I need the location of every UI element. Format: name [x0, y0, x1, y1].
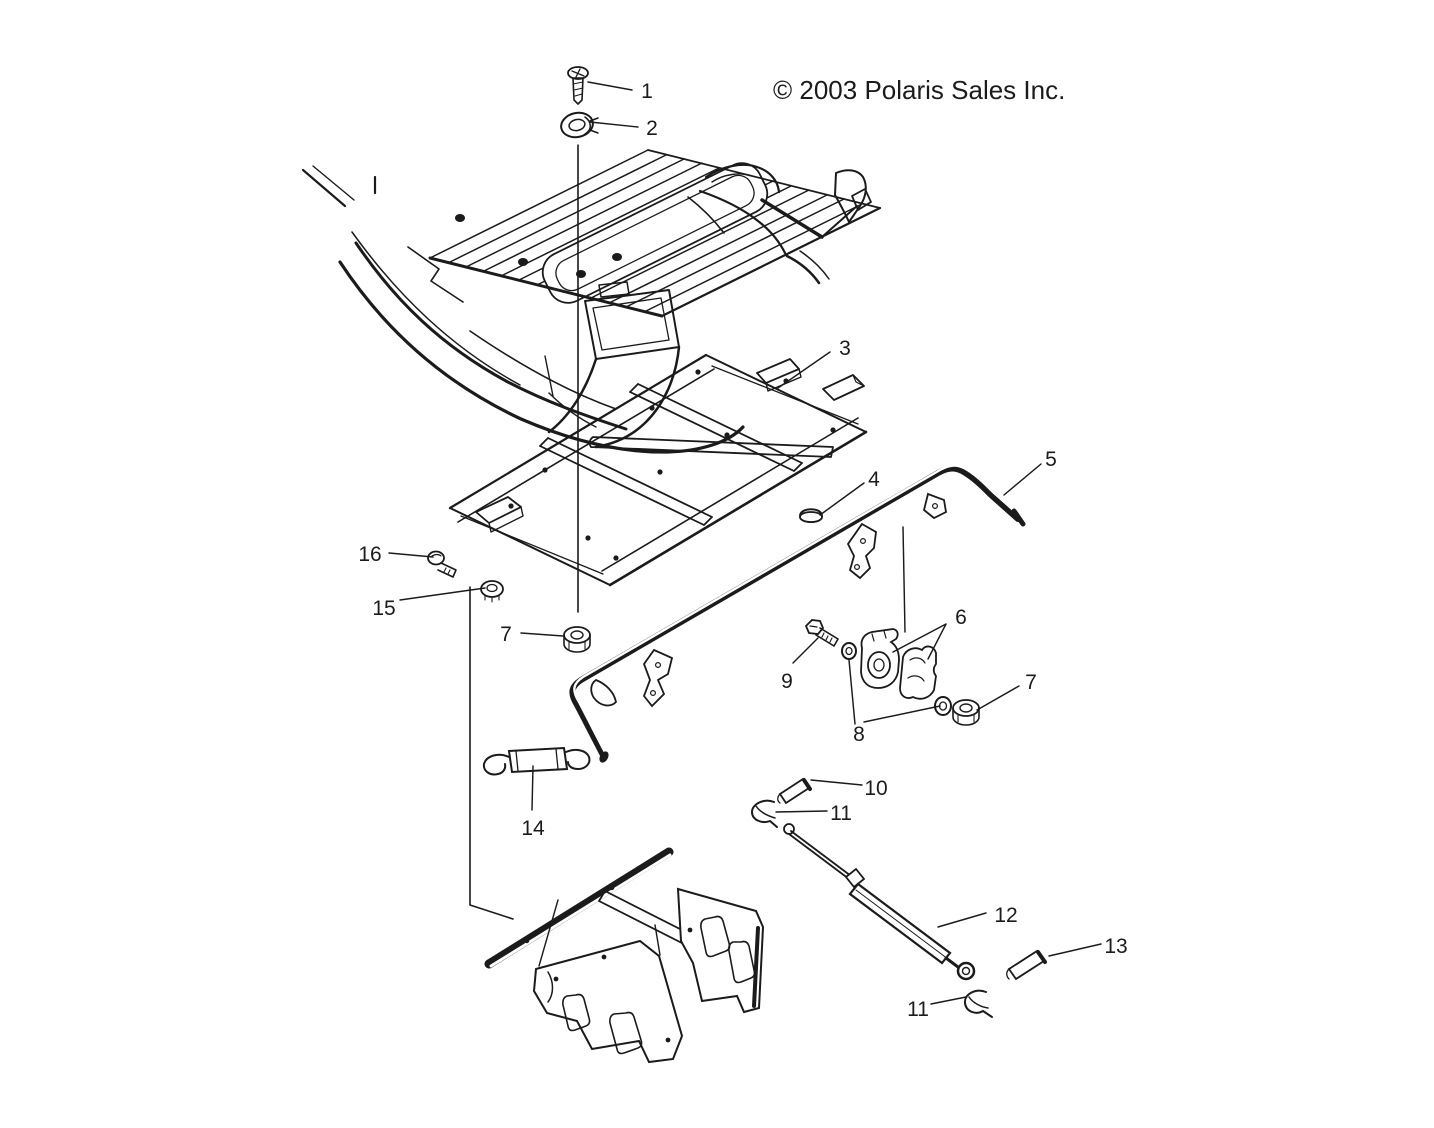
- retainer-part-2: [560, 111, 599, 139]
- retaining-clip-part-11-upper: [751, 799, 778, 828]
- bolt-part-9: [804, 619, 839, 647]
- flange-nut-part-7-left: [563, 626, 591, 653]
- support-bar: [569, 464, 1026, 763]
- retaining-clip-part-11-lower: [963, 989, 993, 1018]
- chassis-frame: [484, 847, 765, 1064]
- leader-lines: [388, 81, 1102, 1005]
- gas-spring-part-12: [783, 823, 976, 981]
- washer-part-8-upper: [841, 642, 857, 660]
- rack-rivets: [508, 369, 836, 561]
- callout-1: 1: [641, 80, 653, 103]
- center-rear-panel: [547, 281, 681, 449]
- flange-nut-part-15: [480, 580, 504, 603]
- callout-5: 5: [1045, 448, 1057, 471]
- cargo-deck-ribs: [428, 149, 882, 318]
- callout-8: 8: [853, 723, 865, 746]
- rear-body-illustration: [301, 149, 882, 454]
- right-fender: [687, 163, 872, 285]
- callout-labels: 1 2 3 4 5 6 7 7 8 9 10 11 11 12 13 14 15…: [358, 80, 1127, 1021]
- pivot-pin-part-13: [1006, 949, 1047, 981]
- clamp-part-6: [860, 628, 937, 700]
- screw-part-1: [567, 66, 589, 105]
- flange-nut-part-7-right: [952, 699, 980, 726]
- callout-11-upper: 11: [830, 802, 852, 825]
- callout-10: 10: [864, 777, 887, 800]
- callout-9: 9: [781, 670, 793, 693]
- callout-12: 12: [994, 904, 1017, 927]
- callout-2: 2: [646, 117, 658, 140]
- callout-6: 6: [955, 606, 967, 629]
- callout-7-right: 7: [1025, 671, 1037, 694]
- left-fender: [338, 231, 745, 454]
- pivot-pin-part-10: [777, 777, 812, 805]
- callout-3: 3: [839, 337, 851, 360]
- rubber-bumper-part-4: [799, 508, 823, 523]
- callout-15: 15: [372, 597, 395, 620]
- callout-4: 4: [868, 468, 880, 491]
- callout-11-lower: 11: [907, 998, 929, 1021]
- spring-part-14: [482, 746, 591, 776]
- callout-13: 13: [1104, 935, 1127, 958]
- callout-14: 14: [521, 817, 545, 840]
- copyright-notice: © 2003 Polaris Sales Inc.: [773, 75, 1065, 105]
- callout-16: 16: [358, 543, 381, 566]
- callout-7-left: 7: [500, 623, 512, 646]
- flange-bolt-part-16: [427, 550, 457, 578]
